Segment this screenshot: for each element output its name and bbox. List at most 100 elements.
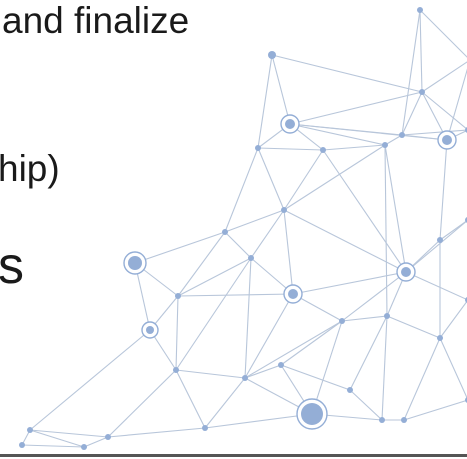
network-node [401,417,407,423]
network-node [128,256,142,270]
network-edge [175,295,179,371]
network-edge [289,123,386,146]
network-edge [175,369,206,429]
network-edge [83,436,109,448]
network-edge [175,257,252,371]
network-node [173,367,179,373]
network-nodes [19,7,467,450]
body-text-line-2: hip) [0,148,60,189]
network-node [288,289,298,299]
network-node [437,237,443,243]
network-node [320,147,326,153]
network-edge [204,377,246,429]
network-edge [421,91,467,130]
network-edge [283,209,294,295]
network-node [347,387,353,393]
network-edge [280,320,343,366]
network-node [146,326,154,334]
network-edge [257,54,273,149]
network-node [222,229,228,235]
network-edge [384,144,388,317]
network-edge [224,209,285,233]
network-node [382,142,388,148]
network-node [285,119,295,129]
network-edge [257,147,324,151]
network-node [105,434,111,440]
network-edge [224,231,252,259]
network-node [81,444,87,450]
network-node [255,145,261,151]
network-edge [175,369,246,379]
network-edge [244,320,343,379]
network-edges [21,9,467,448]
network-edge [244,257,252,379]
network-edge [107,369,177,438]
network-edge [322,149,407,273]
network-edge [381,315,388,421]
network-edge [439,337,467,400]
network-edge [257,147,285,211]
network-edge [341,271,407,322]
network-edge [224,147,259,233]
network-node [268,51,276,59]
network-edge [446,68,467,141]
network-edge [292,271,407,295]
network-edge [244,293,294,379]
bottom-rule [0,454,467,457]
network-edge [322,144,386,151]
network-edge [419,9,423,93]
network-edge [439,139,448,241]
network-edge [244,364,282,379]
network-node [278,362,284,368]
network-edge [439,220,467,241]
network-edge [311,320,343,415]
network-edge [421,61,467,93]
network-node [379,417,385,423]
network-edge [177,293,294,297]
network-node [27,427,33,433]
network-edge [21,444,85,448]
network-edge [283,149,324,211]
network-edge [405,271,467,301]
network-edge [29,429,85,448]
network-edge [401,129,467,136]
network-edge [289,91,423,125]
network-node [301,403,323,425]
network-edge [419,9,467,58]
network-edge [405,220,467,273]
network-edge [280,364,351,391]
network-edge [271,54,291,125]
network-edge [401,91,423,136]
network-edge [384,144,407,273]
network-node [437,335,443,341]
network-edge [250,209,285,259]
network-edge [271,54,423,93]
network-edge [386,315,441,339]
network-edge [341,315,388,322]
network-node [417,7,423,13]
network-edge [403,399,467,421]
network-edge [204,413,313,429]
network-node [202,425,208,431]
network-edge [439,300,467,339]
body-text-line-3: s [0,237,24,295]
network-edge [283,209,407,273]
network-node [442,135,452,145]
network-edge [349,389,383,421]
network-edge [401,9,421,136]
body-text-line-1: and finalize [2,0,190,41]
network-node [242,375,248,381]
network-edge [177,257,252,297]
network-node [19,442,25,448]
network-edge [283,144,386,211]
network-edge [177,231,226,297]
network-node [281,207,287,213]
network-edge [384,134,403,146]
network-node [175,293,181,299]
network-edge [29,429,109,438]
network-node [384,313,390,319]
network-node [419,89,425,95]
network-edge [349,315,388,391]
